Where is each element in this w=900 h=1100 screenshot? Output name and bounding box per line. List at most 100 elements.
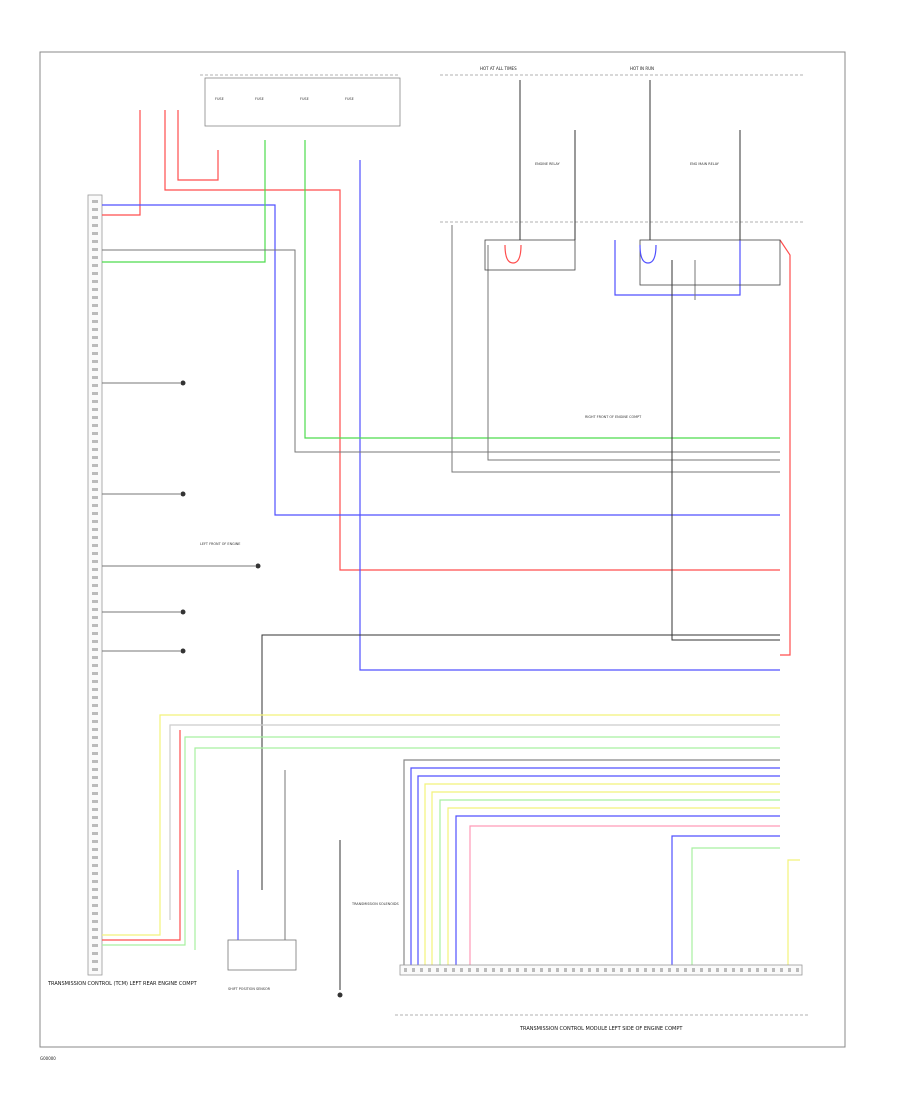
connector-pin <box>92 872 98 875</box>
connector-pin <box>92 824 98 827</box>
connector-pin <box>532 968 535 972</box>
wire-blue-main <box>102 204 780 516</box>
connector-pin <box>92 296 98 299</box>
connector-pin <box>92 952 98 955</box>
connector-pin <box>92 584 98 587</box>
connector-pin <box>92 440 98 443</box>
module-left-label: TRANSMISSION CONTROL (TCM) LEFT REAR ENG… <box>47 981 198 987</box>
connector-pin <box>772 968 775 972</box>
connector-pin <box>428 968 431 972</box>
connector-pin <box>92 344 98 347</box>
connector-pin <box>92 784 98 787</box>
connector-pin <box>580 968 583 972</box>
connector-pin <box>92 544 98 547</box>
svg-text:ENG MAIN RELAY: ENG MAIN RELAY <box>690 162 720 166</box>
connector-pin <box>92 680 98 683</box>
connector-pin <box>92 264 98 267</box>
wire-red-right <box>779 239 791 656</box>
connector-pin <box>468 968 471 972</box>
wire-black-1 <box>102 249 780 453</box>
wire-black-3 <box>487 245 780 461</box>
wire-red-main <box>164 110 780 571</box>
connector-pin <box>732 968 735 972</box>
connector-pin <box>788 968 791 972</box>
connector-pin <box>92 888 98 891</box>
connector-pin <box>92 224 98 227</box>
connector-pin <box>92 568 98 571</box>
connector-pin <box>92 656 98 659</box>
tcm-connector-left <box>87 194 103 976</box>
connector-pin <box>92 240 98 243</box>
connector-pin <box>740 968 743 972</box>
wire-blue-2 <box>359 160 780 671</box>
connector-pin <box>92 776 98 779</box>
connector-pin <box>796 968 799 972</box>
connector-pin <box>92 672 98 675</box>
connector-pin <box>420 968 423 972</box>
connector-pin <box>92 920 98 923</box>
connector-pin <box>92 928 98 931</box>
connector-pin <box>92 320 98 323</box>
svg-text:FUSE: FUSE <box>345 97 354 101</box>
connector-pin <box>92 456 98 459</box>
connector-pin <box>692 968 695 972</box>
connector-pin <box>92 864 98 867</box>
connector-pin <box>620 968 623 972</box>
connector-pin <box>92 968 98 971</box>
wire-red-top-2 <box>177 110 219 181</box>
connector-pin <box>92 832 98 835</box>
svg-text:SHIFT POSITION SENSOR: SHIFT POSITION SENSOR <box>228 987 271 991</box>
connector-pin <box>92 480 98 483</box>
connector-pin <box>668 968 671 972</box>
wire-lightgreen-1 <box>102 736 780 946</box>
connector-pin <box>92 400 98 403</box>
connector-pin <box>92 408 98 411</box>
connector-pin <box>92 552 98 555</box>
connector-pin <box>92 280 98 283</box>
connector-pin <box>676 968 679 972</box>
connector-pin <box>92 360 98 363</box>
connector-pin <box>92 376 98 379</box>
connector-pin <box>92 216 98 219</box>
connector-pin <box>92 464 98 467</box>
connector-pin <box>92 768 98 771</box>
connector-pin <box>476 968 479 972</box>
wire-blue-top-right <box>614 240 741 296</box>
connector-pin <box>92 496 98 499</box>
connector-pin <box>700 968 703 972</box>
connector-pin <box>92 760 98 763</box>
connector-pin <box>92 248 98 251</box>
relay-1: ENGINE RELAY <box>484 80 576 271</box>
connector-pin <box>548 968 551 972</box>
connector-pin <box>436 968 439 972</box>
ground-label: LEFT FRONT OF ENGINE <box>200 542 240 546</box>
connector-pin <box>92 616 98 619</box>
connector-pin <box>92 432 98 435</box>
tcm-connector-bottom <box>399 964 803 976</box>
connector-pin <box>508 968 511 972</box>
wire-black-4 <box>671 260 780 641</box>
connector-pin <box>92 416 98 419</box>
connector-pin <box>756 968 759 972</box>
connector-pin <box>92 288 98 291</box>
connector-pin <box>92 856 98 859</box>
connector-pin <box>92 896 98 899</box>
connector-pin <box>92 744 98 747</box>
connector-pin <box>92 200 98 203</box>
connector-pin <box>92 848 98 851</box>
connector-pin <box>780 968 783 972</box>
connector-pin <box>716 968 719 972</box>
connector-pin <box>412 968 415 972</box>
connector-pin <box>92 640 98 643</box>
connector-pin <box>92 424 98 427</box>
connector-pin <box>92 800 98 803</box>
short-stubs-left <box>102 382 255 652</box>
connector-pin <box>612 968 615 972</box>
connector-pin <box>636 968 639 972</box>
connector-pin <box>652 968 655 972</box>
connector-pin <box>92 512 98 515</box>
connector-pin <box>92 696 98 699</box>
ground-symbols-left <box>180 380 261 654</box>
connector-pin <box>452 968 455 972</box>
